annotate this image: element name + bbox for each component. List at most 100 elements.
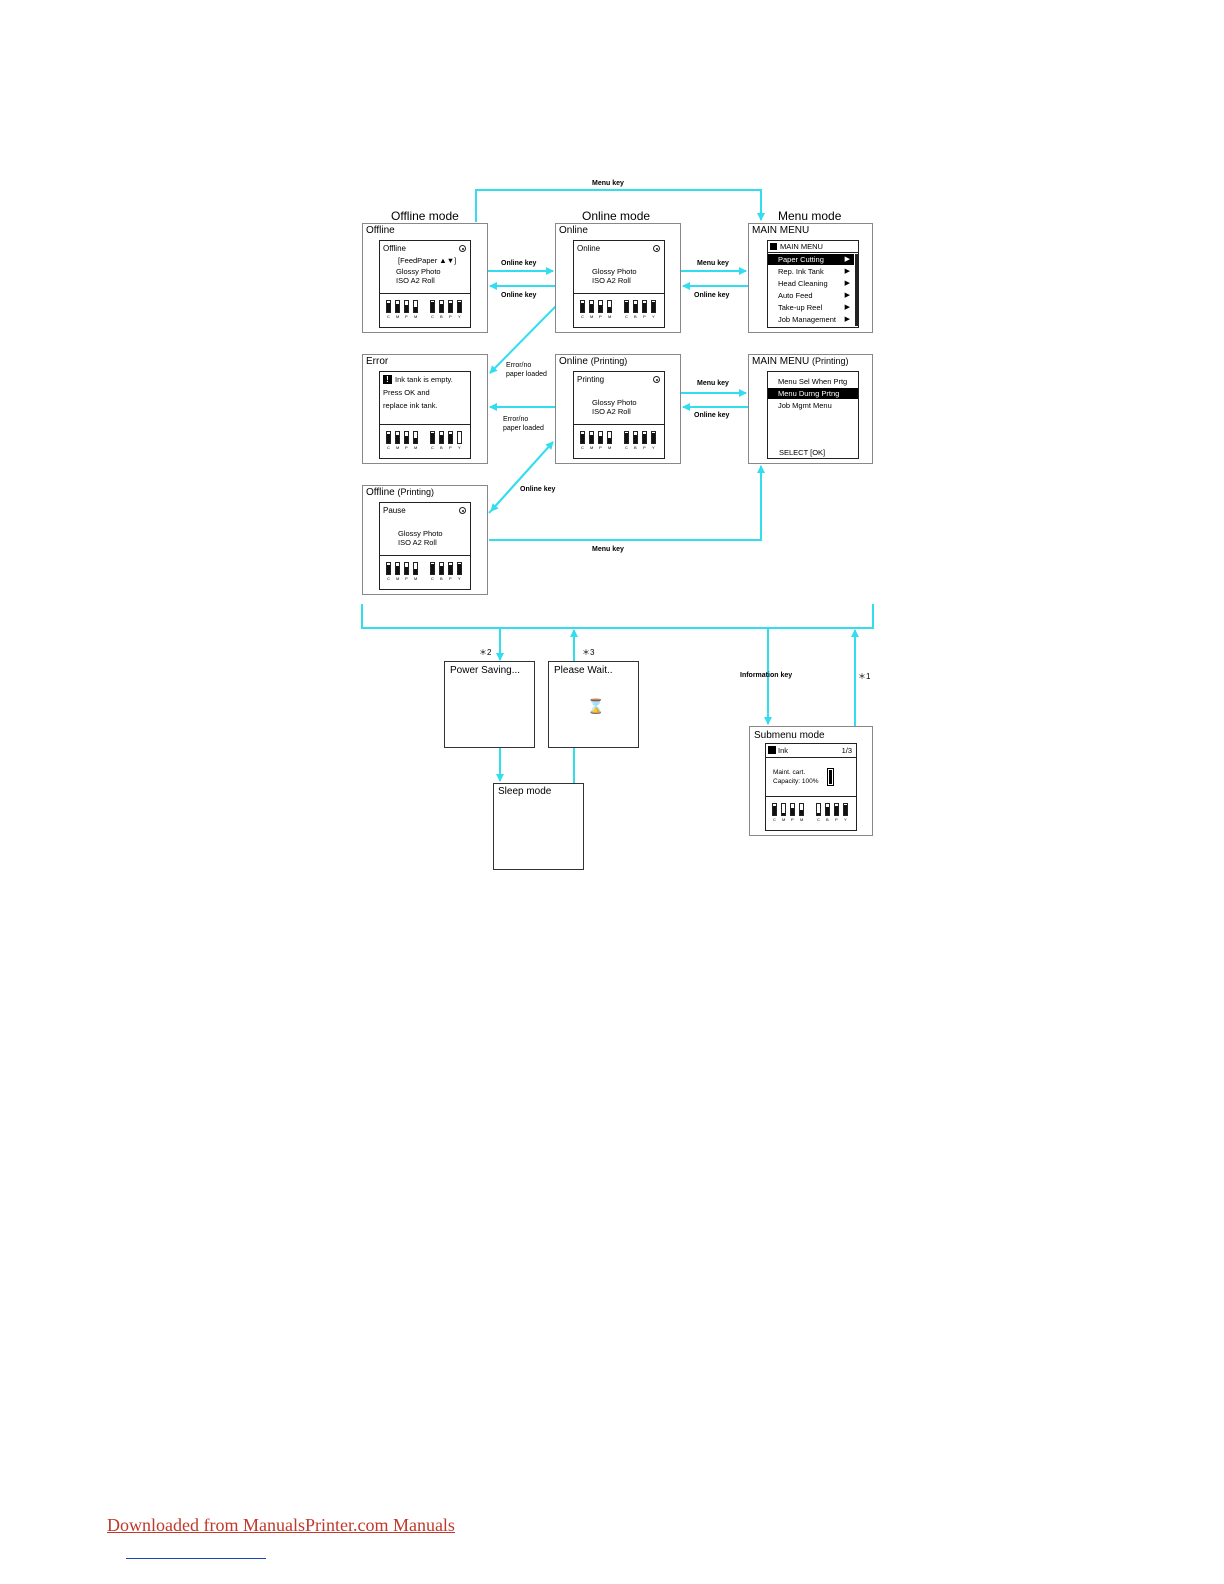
gear-icon	[653, 245, 660, 252]
offline-line-1: [FeedPaper ▲▼]	[398, 256, 457, 265]
please-wait-frame: Please Wait.. ⌛	[548, 661, 639, 748]
offline-frame-title: Offline	[366, 225, 395, 236]
ink-tank-icon	[772, 803, 777, 816]
ink-tank-icon	[404, 562, 409, 575]
ink-label: C	[431, 445, 434, 450]
gear-icon	[653, 376, 660, 383]
menu-icon	[770, 243, 777, 250]
chevron-right-icon: ▶	[844, 280, 850, 287]
ink-tank-icon	[439, 562, 444, 575]
menu-item-label: Head Cleaning	[778, 279, 828, 288]
ink-label: B	[634, 314, 637, 319]
ink-tank-icon	[395, 562, 400, 575]
ink-tank-icon	[607, 431, 612, 444]
menu-item[interactable]: Paper Cutting ▶	[768, 254, 854, 265]
ink-tank-icon	[651, 300, 656, 313]
chevron-right-icon: ▶	[844, 304, 850, 311]
menu-item[interactable]: Job Management ▶	[768, 314, 854, 325]
offline-printing-title-sub: (Printing)	[397, 487, 435, 497]
offline-printing-line-1: Glossy Photo	[398, 529, 443, 538]
menu-item[interactable]: Menu Sel When Prtg	[768, 376, 858, 387]
ink-label: M	[608, 445, 612, 450]
menu-item[interactable]: Menu Durng Prtng	[768, 388, 858, 399]
menu-item[interactable]: Take-up Reel▶	[768, 302, 854, 313]
ink-tank-icon	[404, 431, 409, 444]
ink-tank-icon	[580, 300, 585, 313]
ink-label: C	[431, 314, 434, 319]
ink-tank-icon	[624, 300, 629, 313]
main-menu-lcd: MAIN MENU Paper Cutting▶Rep. Ink Tank▶He…	[767, 240, 859, 328]
chevron-right-icon: ▶	[844, 316, 850, 323]
label-online-key-1: Online key	[501, 260, 537, 267]
offline-line-3: ISO A2 Roll	[396, 276, 435, 285]
label-error-paper-2a: Error/no	[503, 416, 529, 423]
ink-label: B	[440, 576, 443, 581]
menu-item[interactable]: Auto Feed▶	[768, 290, 854, 301]
ink-tank-icon	[430, 431, 435, 444]
ink-label: P	[599, 445, 602, 450]
ink-tank-icon	[448, 300, 453, 313]
submenu-page: 1/3	[841, 746, 852, 755]
ink-label: Y	[458, 445, 461, 450]
ink-label: P	[405, 576, 408, 581]
footer-download-link[interactable]: Downloaded from ManualsPrinter.com Manua…	[107, 1515, 455, 1535]
menu-item-label: Job Management	[778, 315, 836, 324]
ink-label: C	[387, 445, 390, 450]
label-online-key-2: Online key	[501, 292, 537, 299]
ink-label: M	[590, 314, 594, 319]
menu-item-label: Menu Sel When Prtg	[778, 377, 848, 386]
ink-tank-icon	[580, 431, 585, 444]
online-frame-title: Online	[559, 225, 588, 236]
online-printing-title-sub: (Printing)	[590, 356, 628, 366]
ink-tank-icon	[633, 300, 638, 313]
online-printing-title: Online	[559, 356, 588, 367]
ink-tank-icon	[624, 431, 629, 444]
ink-tank-icon	[598, 300, 603, 313]
ink-tank-icon	[386, 300, 391, 313]
chevron-right-icon: ▶	[844, 256, 850, 263]
offline-printing-lcd-title: Pause	[383, 506, 406, 515]
label-error-paper-1b: paper loaded	[506, 371, 547, 378]
error-line-2: Press OK and	[383, 388, 430, 397]
ink-tank-icon	[589, 431, 594, 444]
menu-item-label: Auto Feed	[778, 291, 813, 300]
note-1: ＊1	[858, 672, 871, 681]
ink-label: P	[449, 445, 452, 450]
ink-label: C	[625, 314, 628, 319]
menu-item-label: Menu Durng Prtng	[778, 389, 840, 398]
ink-tank-icon	[598, 431, 603, 444]
menu-item-label: Rep. Ink Tank	[778, 267, 824, 276]
menu-item[interactable]: Job Mgmt Menu	[768, 400, 858, 411]
ink-label: M	[800, 817, 804, 822]
main-menu-frame-title: MAIN MENU	[752, 225, 810, 236]
online-printing-line-2: ISO A2 Roll	[592, 407, 631, 416]
online-line-1: Glossy Photo	[592, 267, 637, 276]
ink-label: P	[599, 314, 602, 319]
ink-tank-icon	[457, 300, 462, 313]
ink-label: P	[449, 576, 452, 581]
ink-tank-icon	[413, 431, 418, 444]
ink-tank-icon	[642, 300, 647, 313]
ink-tank-icon	[589, 300, 594, 313]
menu-item-label: Paper Cutting	[778, 255, 824, 264]
error-line-1: Ink tank is empty.	[395, 375, 453, 384]
label-menu-key-1: Menu key	[697, 260, 729, 267]
arrow-offline-to-menu	[475, 189, 765, 222]
submenu-frame: Submenu mode Ink 1/3 Maint. cart. Capaci…	[749, 726, 873, 836]
error-lcd: ! Ink tank is empty. Press OK and replac…	[379, 371, 471, 459]
ink-tank-icon	[799, 803, 804, 816]
offline-lcd: Offline [FeedPaper ▲▼] Glossy Photo ISO …	[379, 240, 471, 328]
offline-line-2: Glossy Photo	[396, 267, 441, 276]
ink-label: P	[835, 817, 838, 822]
menu-item[interactable]: Rep. Ink Tank▶	[768, 266, 854, 277]
power-saving-frame: Power Saving...	[444, 661, 535, 748]
ink-label: B	[440, 445, 443, 450]
menu-item[interactable]: Head Cleaning ▶	[768, 278, 854, 289]
main-menu-printing-title: MAIN MENU	[752, 356, 810, 367]
